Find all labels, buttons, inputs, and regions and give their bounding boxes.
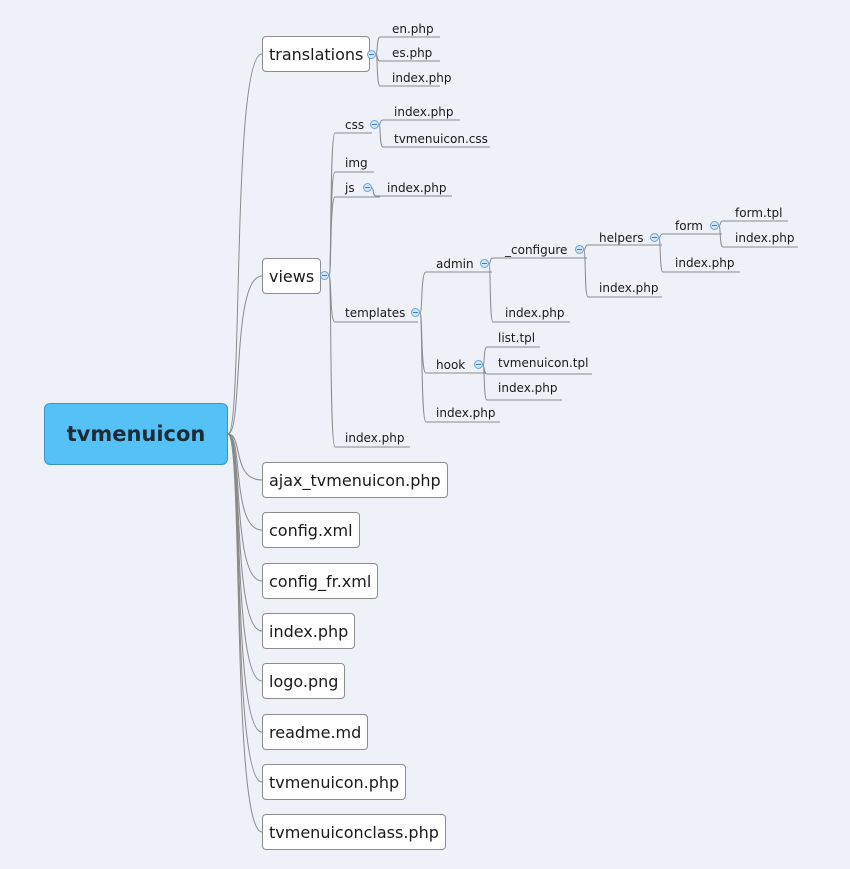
node-admin[interactable]: admin — [436, 257, 474, 271]
connector-line — [227, 433, 263, 783]
node-helpers[interactable]: helpers — [599, 231, 644, 245]
leaf-configure-index[interactable]: index.php — [599, 281, 659, 295]
connector-line — [227, 433, 263, 531]
node-views[interactable]: views — [262, 258, 322, 294]
leaf-admin-index[interactable]: index.php — [505, 306, 565, 320]
connector-line — [328, 196, 336, 277]
connector-line — [378, 124, 384, 148]
node-file[interactable]: tvmenuiconclass.php — [262, 814, 446, 850]
collapse-toggle-icon[interactable] — [575, 245, 584, 254]
root-node[interactable]: tvmenuicon — [44, 403, 228, 465]
connector-line — [227, 53, 263, 435]
connector-line — [227, 433, 263, 733]
collapse-toggle-icon[interactable] — [411, 308, 420, 317]
leaf-css-style[interactable]: tvmenuicon.css — [394, 132, 488, 146]
node-label: translations — [269, 44, 364, 64]
node-label: config_fr.xml — [269, 571, 372, 591]
connector-line — [482, 364, 488, 401]
node-file[interactable]: tvmenuicon.php — [262, 764, 407, 800]
connector-line — [375, 53, 381, 87]
connector-line — [227, 275, 263, 435]
leaf-helpers-index[interactable]: index.php — [675, 256, 735, 270]
leaf-form-index[interactable]: index.php — [735, 231, 795, 245]
node-hook[interactable]: hook — [436, 358, 466, 372]
leaf-js-index[interactable]: index.php — [387, 181, 447, 195]
connector-line — [378, 119, 384, 126]
connector-line — [227, 433, 263, 481]
node-file[interactable]: ajax_tvmenuicon.php — [262, 462, 448, 498]
leaf-views-index[interactable]: index.php — [345, 431, 405, 445]
connector-line — [718, 220, 724, 227]
node-img[interactable]: img — [345, 156, 368, 170]
leaf-hook-tpl[interactable]: tvmenuicon.tpl — [498, 356, 589, 370]
connector-line — [658, 237, 664, 273]
collapse-toggle-icon[interactable] — [370, 120, 379, 129]
collapse-toggle-icon[interactable] — [474, 360, 483, 369]
leaf-hook-list[interactable]: list.tpl — [498, 331, 536, 345]
node-label: tvmenuiconclass.php — [269, 822, 439, 842]
connector-line — [488, 257, 494, 265]
connector-line — [328, 275, 336, 323]
node-file[interactable]: logo.png — [262, 663, 346, 699]
connector-line — [488, 263, 494, 323]
node-file[interactable]: config.xml — [262, 512, 360, 548]
leaf-translations-index[interactable]: index.php — [392, 71, 452, 85]
leaf-translations-en[interactable]: en.php — [392, 22, 434, 36]
node-configure[interactable]: _configure — [505, 243, 568, 257]
connector-line — [375, 36, 381, 55]
connector-line — [328, 171, 336, 277]
node-file[interactable]: readme.md — [262, 714, 369, 750]
leaf-form-tpl[interactable]: form.tpl — [735, 206, 783, 220]
connector-line — [658, 233, 664, 239]
leaf-translations-es[interactable]: es.php — [392, 46, 433, 60]
connector-line — [227, 433, 263, 833]
connector-line — [718, 225, 724, 248]
leaf-hook-index[interactable]: index.php — [498, 381, 558, 395]
connector-line — [328, 275, 336, 448]
connector-line — [419, 271, 427, 314]
collapse-toggle-icon[interactable] — [710, 221, 719, 230]
node-label: ajax_tvmenuicon.php — [269, 470, 441, 490]
node-js[interactable]: js — [345, 181, 355, 195]
collapse-toggle-icon[interactable] — [320, 271, 329, 280]
connector-line — [371, 187, 377, 197]
leaf-templates-index[interactable]: index.php — [436, 406, 496, 420]
leaf-css-index[interactable]: index.php — [394, 105, 454, 119]
connector-line — [227, 433, 263, 632]
node-label: readme.md — [269, 722, 362, 742]
connector-line — [583, 249, 589, 298]
collapse-toggle-icon[interactable] — [650, 233, 659, 242]
root-label: tvmenuicon — [66, 422, 206, 446]
connector-line — [583, 244, 589, 251]
node-css[interactable]: css — [345, 118, 365, 132]
node-label: views — [269, 266, 315, 286]
collapse-toggle-icon[interactable] — [367, 50, 376, 59]
node-label: config.xml — [269, 520, 353, 540]
collapse-toggle-icon[interactable] — [363, 183, 372, 192]
node-file[interactable]: index.php — [262, 613, 356, 649]
node-label: index.php — [269, 621, 349, 641]
node-label: tvmenuicon.php — [269, 772, 400, 792]
connector-line — [482, 346, 488, 366]
connector-line — [419, 312, 427, 423]
node-label: logo.png — [269, 671, 339, 691]
node-form[interactable]: form — [675, 219, 703, 233]
node-translations[interactable]: translations — [262, 36, 371, 72]
node-templates[interactable]: templates — [345, 306, 406, 320]
node-file[interactable]: config_fr.xml — [262, 563, 379, 599]
collapse-toggle-icon[interactable] — [480, 259, 489, 268]
